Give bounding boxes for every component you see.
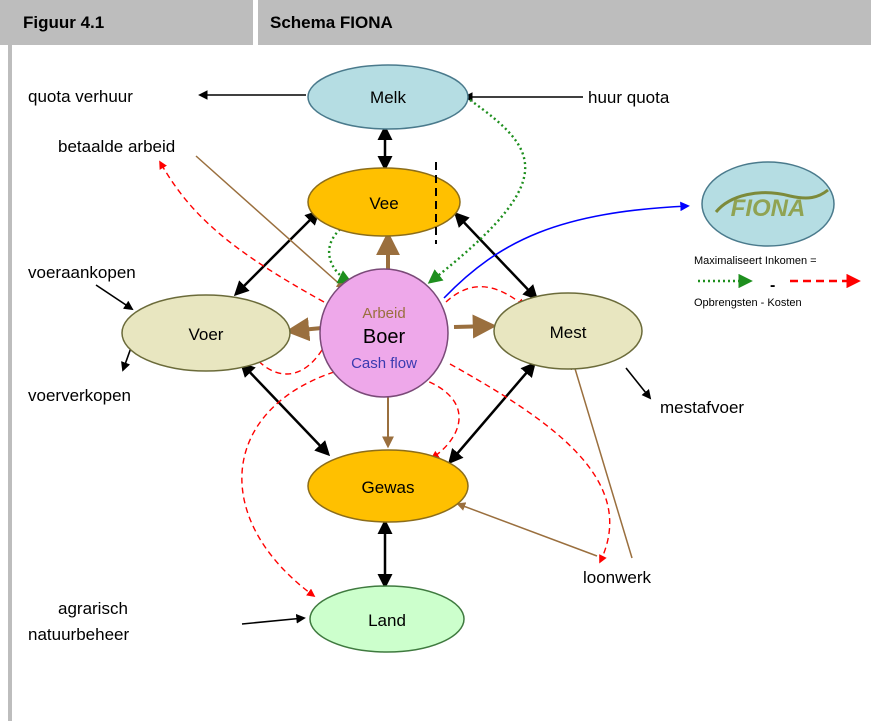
external-labels: quota verhuur huur quota betaalde arbeid… (28, 87, 744, 644)
cost-loonwerk (449, 363, 611, 564)
figure-number: Figuur 4.1 (23, 12, 105, 32)
node-boer: Arbeid Boer Cash flow (319, 268, 449, 398)
arrow-voer-gewas (239, 361, 331, 457)
arrow-boer-mest (453, 314, 497, 339)
node-mest: Mest (493, 292, 643, 370)
flow-arrows (233, 125, 539, 589)
node-boer-cashflow: Cash flow (351, 355, 417, 372)
node-vee: Vee (307, 162, 461, 244)
node-land-label: Land (368, 611, 406, 630)
cost-mest (445, 286, 526, 308)
external-arrows (95, 90, 652, 625)
fiona-logo: FIONA (701, 161, 835, 247)
label-voerverkopen: voerverkopen (28, 386, 131, 405)
node-boer-label: Boer (363, 326, 406, 348)
node-vee-label: Vee (369, 194, 398, 213)
label-loonwerk: loonwerk (583, 568, 652, 587)
figure-header: Figuur 4.1 Schema FIONA (0, 0, 871, 45)
label-natuurbeheer: natuurbeheer (28, 625, 129, 644)
node-melk-label: Melk (370, 88, 406, 107)
cost-gewas (419, 377, 460, 459)
logo-text: FIONA (731, 195, 806, 222)
labour-arrows (195, 155, 633, 559)
arrow-loonwerk-mest (570, 360, 633, 559)
label-betaalde-arbeid: betaalde arbeid (58, 137, 175, 156)
header-divider (253, 0, 258, 45)
arrow-voeraankopen (95, 284, 134, 311)
label-mestafvoer: mestafvoer (660, 398, 744, 417)
label-agrarisch: agrarisch (58, 599, 128, 618)
node-melk: Melk (307, 64, 469, 130)
logo-swoosh (714, 188, 829, 213)
arrow-mest-gewas (448, 361, 536, 465)
left-border (8, 45, 12, 721)
legend: Maximaliseert Inkomen = - Opbrengsten - … (694, 255, 861, 309)
label-quota-verhuur: quota verhuur (28, 87, 133, 106)
node-gewas-label: Gewas (362, 478, 415, 497)
node-land: Land (309, 585, 465, 653)
revenue-arrows (327, 99, 527, 284)
legend-minus: - (770, 277, 775, 294)
arrow-vee-mest (453, 211, 539, 301)
legend-formula: Opbrengsten - Kosten (694, 297, 802, 309)
node-boer-arbeid: Arbeid (362, 305, 405, 322)
node-voer-label: Voer (189, 325, 224, 344)
arrow-loonwerk-gewas (456, 502, 598, 557)
arrow-vee-voer (233, 209, 321, 297)
label-huur-quota: huur quota (588, 88, 670, 107)
revenue-vee (327, 225, 353, 284)
node-voer: Voer (121, 294, 291, 372)
label-voeraankopen: voeraankopen (28, 263, 136, 282)
figure-title: Schema FIONA (270, 12, 393, 32)
node-mest-label: Mest (550, 323, 587, 342)
arrow-natuurbeheer (241, 613, 306, 625)
cost-land (241, 371, 335, 597)
legend-title: Maximaliseert Inkomen = (694, 255, 817, 267)
revenue-melk (427, 99, 527, 284)
arrow-fiona-model (443, 201, 690, 299)
arrow-mestafvoer (625, 367, 652, 400)
arrow-boer-voer (285, 317, 323, 342)
node-gewas: Gewas (307, 449, 469, 523)
arrow-betaalde-arbeid (195, 155, 346, 290)
